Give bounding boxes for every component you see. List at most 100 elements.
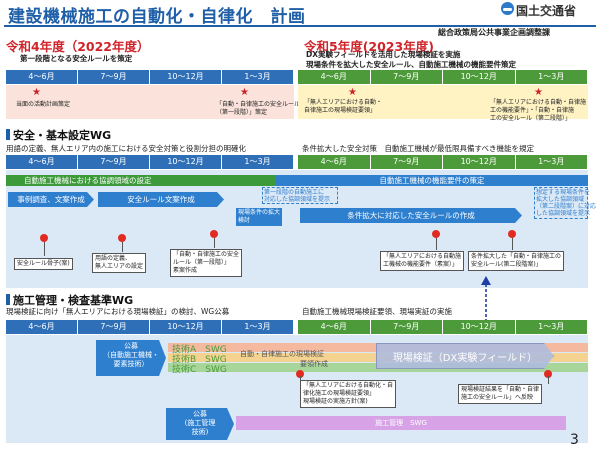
year4-subtitle: 第一段階となる安全ルールを策定 — [20, 54, 133, 63]
year4-label: 令和4年度（2022年度） — [6, 39, 150, 54]
year5-note-2: 「無人エリアにおける自動・自律施 工の機能要件」・「自動・自律施 工の安全ルール… — [490, 99, 586, 123]
safety-callout-5: 条件拡大した「自動・自律施工の 安全ルール(第二段階案)」 — [468, 251, 565, 271]
construction-right-desc: 自動施工機械現場検証要領、現場実証の実施 — [302, 307, 452, 316]
callout-line: 「無人エリアにおける自動化・自 — [303, 382, 394, 389]
safety-right-desc: 条件拡大した安全対策 自動施工機械が最低限具備すべき機能を規定 — [302, 144, 534, 153]
swg-task-label-2: 要領作成 — [300, 360, 328, 368]
quarter-cell: 7～9月 — [370, 155, 443, 169]
safety-quarter-header-2023: 4～6月 7～9月 10～12月 1～3月 — [298, 155, 588, 169]
quarter-cell: 1～3月 — [222, 70, 294, 84]
note-line: 工の機能要件」・「自動・自律施 — [490, 107, 575, 114]
quarter-cell: 10～12月 — [443, 70, 516, 84]
quarter-cell: 7～9月 — [370, 70, 443, 84]
milestone-dot — [544, 370, 552, 378]
connector-line — [300, 376, 301, 380]
quarter-cell: 1～3月 — [515, 70, 588, 84]
note-line: 拡大した協調領域 — [536, 196, 585, 203]
quarter-cell: 1～3月 — [222, 320, 294, 334]
arrow-line: 公募 — [124, 342, 138, 350]
coordination-note-1-box — [262, 187, 338, 204]
callout-line: 素案作成 — [173, 267, 198, 274]
year4-note-1: 当面の活動計画策定 — [16, 101, 71, 108]
callout-line: 工機械の機能要件（素案）」 — [383, 261, 459, 268]
quarter-cell: 4～6月 — [298, 320, 371, 334]
quarter-cell: 10～12月 — [150, 155, 222, 169]
coordination-note-2: 想定する現場条件を 拡大した協調領域 （第二段階案）に対応 した協調領域を提示 — [536, 189, 596, 217]
quarter-cell: 10～12月 — [150, 320, 222, 334]
management-swg-bar: 施工管理 SWG — [236, 416, 566, 430]
construction-callout-2: 現場検証結果を「自動・自律 施工の安全ルール」へ反映 — [458, 384, 543, 404]
construction-quarter-header-2023: 4～6月 7～9月 10～12月 1～3月 — [298, 320, 588, 334]
page-title: 建設機械施工の自動化・自律化 計画 — [8, 7, 306, 27]
connector-line — [214, 238, 215, 248]
quarter-cell: 10～12月 — [443, 155, 516, 169]
ministry-logo: 国土交通省 — [501, 2, 576, 19]
quarter-cell: 1～3月 — [222, 155, 294, 169]
quarter-cell: 4～6月 — [6, 320, 78, 334]
quarter-cell: 7～9月 — [78, 70, 150, 84]
note-line: 第一段階の自動施工に — [264, 189, 325, 196]
safety-left-desc: 用語の定義、無人エリア内の施工における安全対策と役割分担の明確化 — [6, 144, 246, 153]
arrow-line: 公募 — [193, 410, 207, 418]
construction-wg-title: 施工管理・検査基準WG — [6, 292, 133, 308]
note-line: 「自動・自律施工の安全ルール — [216, 101, 301, 108]
note-line: 現場条件の拡大 — [238, 209, 281, 216]
milestone-dot — [432, 230, 440, 238]
tech-c-label: 技術C SWG — [172, 365, 227, 375]
quarter-cell: 7～9月 — [78, 320, 150, 334]
connector-line — [44, 242, 45, 256]
safety-draft-arrow: 安全ルール文案作成 — [98, 192, 224, 207]
connector-line — [548, 376, 549, 384]
quarter-cell: 4～6月 — [298, 155, 371, 169]
year5-milestone-band — [298, 85, 588, 119]
note-line: （第二段階案）に対応 — [536, 203, 597, 210]
callout-line: 用語の定義、 — [95, 255, 132, 262]
callout-line: 「自動・自律施工の安全 — [173, 251, 240, 258]
tech-a-label: 技術A SWG — [172, 345, 227, 355]
expansion-study-label: 現場条件の拡大 検討 — [236, 208, 283, 226]
milestone-dot — [118, 234, 126, 242]
quarter-cell: 10～12月 — [443, 320, 516, 334]
department-name: 総合政策局公共事業企画調整課 — [438, 28, 550, 37]
year5-subtitle-2: 現場条件を拡大した安全ルール、自動施工機械の機能要件策定 — [306, 60, 516, 69]
arrow-line: （自動施工機械・ — [103, 351, 159, 359]
construction-left-desc: 現場検証に向け「無人エリアにおける現場検証」の検討、WG公募 — [6, 307, 230, 316]
callout-line: 現場検証の実施方針(案) — [303, 398, 368, 405]
construction-callout-1: 「無人エリアにおける自動化・自 律化施工の現場検証要領」 現場検証の実施方針(案… — [300, 380, 397, 408]
swg-task-label: 自動・自律施工の現場検証 — [240, 350, 324, 358]
milestone-star-icon: ★ — [240, 87, 249, 98]
expanded-rules-arrow: 条件拡大に対応した安全ルールの作成 — [300, 208, 522, 223]
note-line: 工の安全ルール（第二段階）」 — [490, 115, 572, 122]
case-study-arrow: 事例調査、文案作成 — [8, 192, 94, 207]
milestone-dot — [40, 234, 48, 242]
note-line: 「無人エリアにおける自動・ — [304, 99, 383, 106]
coordination-area-bar: 自動施工機械における協調領域の設定 — [6, 175, 276, 186]
coordination-note-2-box — [534, 187, 588, 219]
note-line: 自律施工の現場検証要領」 — [304, 107, 377, 114]
callout-line: ルール（第一段階）」 — [173, 259, 231, 266]
year5-subtitle-1: DX実験フィールドを活用した現場検証を実施 — [306, 50, 461, 59]
connector-line — [512, 238, 513, 250]
quarter-cell: 4～6月 — [6, 155, 78, 169]
callout-line: 無人エリアの設定 — [95, 263, 144, 270]
safety-quarter-header-2022: 4～6月 7～9月 10～12月 1～3月 — [6, 155, 294, 169]
quarter-cell: 4～6月 — [6, 70, 78, 84]
quarter-cell: 1～3月 — [515, 155, 588, 169]
safety-callout-2: 用語の定義、 無人エリアの設定 — [92, 253, 147, 273]
milestone-dot — [508, 230, 516, 238]
arrow-line: 技術) — [191, 428, 209, 436]
safety-callout-1: 安全ルール骨子(案) — [14, 258, 73, 270]
year5-note-1: 「無人エリアにおける自動・ 自律施工の現場検証要領」 — [304, 99, 382, 115]
safety-callout-4: 「無人エリアにおける自動施 工機械の機能要件（素案）」 — [380, 251, 465, 271]
year4-note-2: 「自動・自律施工の安全ルール （第一段階）」策定 — [216, 101, 300, 117]
quarter-cell: 7～9月 — [78, 155, 150, 169]
tech-b-label: 技術B SWG — [172, 355, 227, 365]
quarter-cell: 4～6月 — [298, 70, 371, 84]
arrow-line: 要素技術） — [113, 360, 149, 368]
note-line: 対応した協調領域を提示 — [264, 196, 331, 203]
public-call-tech-arrow: 公募 （自動施工機械・ 要素技術） — [96, 340, 166, 376]
public-call-mgmt-arrow: 公募 (施工管理 技術) — [166, 408, 234, 440]
milestone-dot — [296, 370, 304, 378]
note-line: 「無人エリアにおける自動・自律施 — [490, 99, 587, 106]
quarter-cell: 1～3月 — [515, 320, 588, 334]
